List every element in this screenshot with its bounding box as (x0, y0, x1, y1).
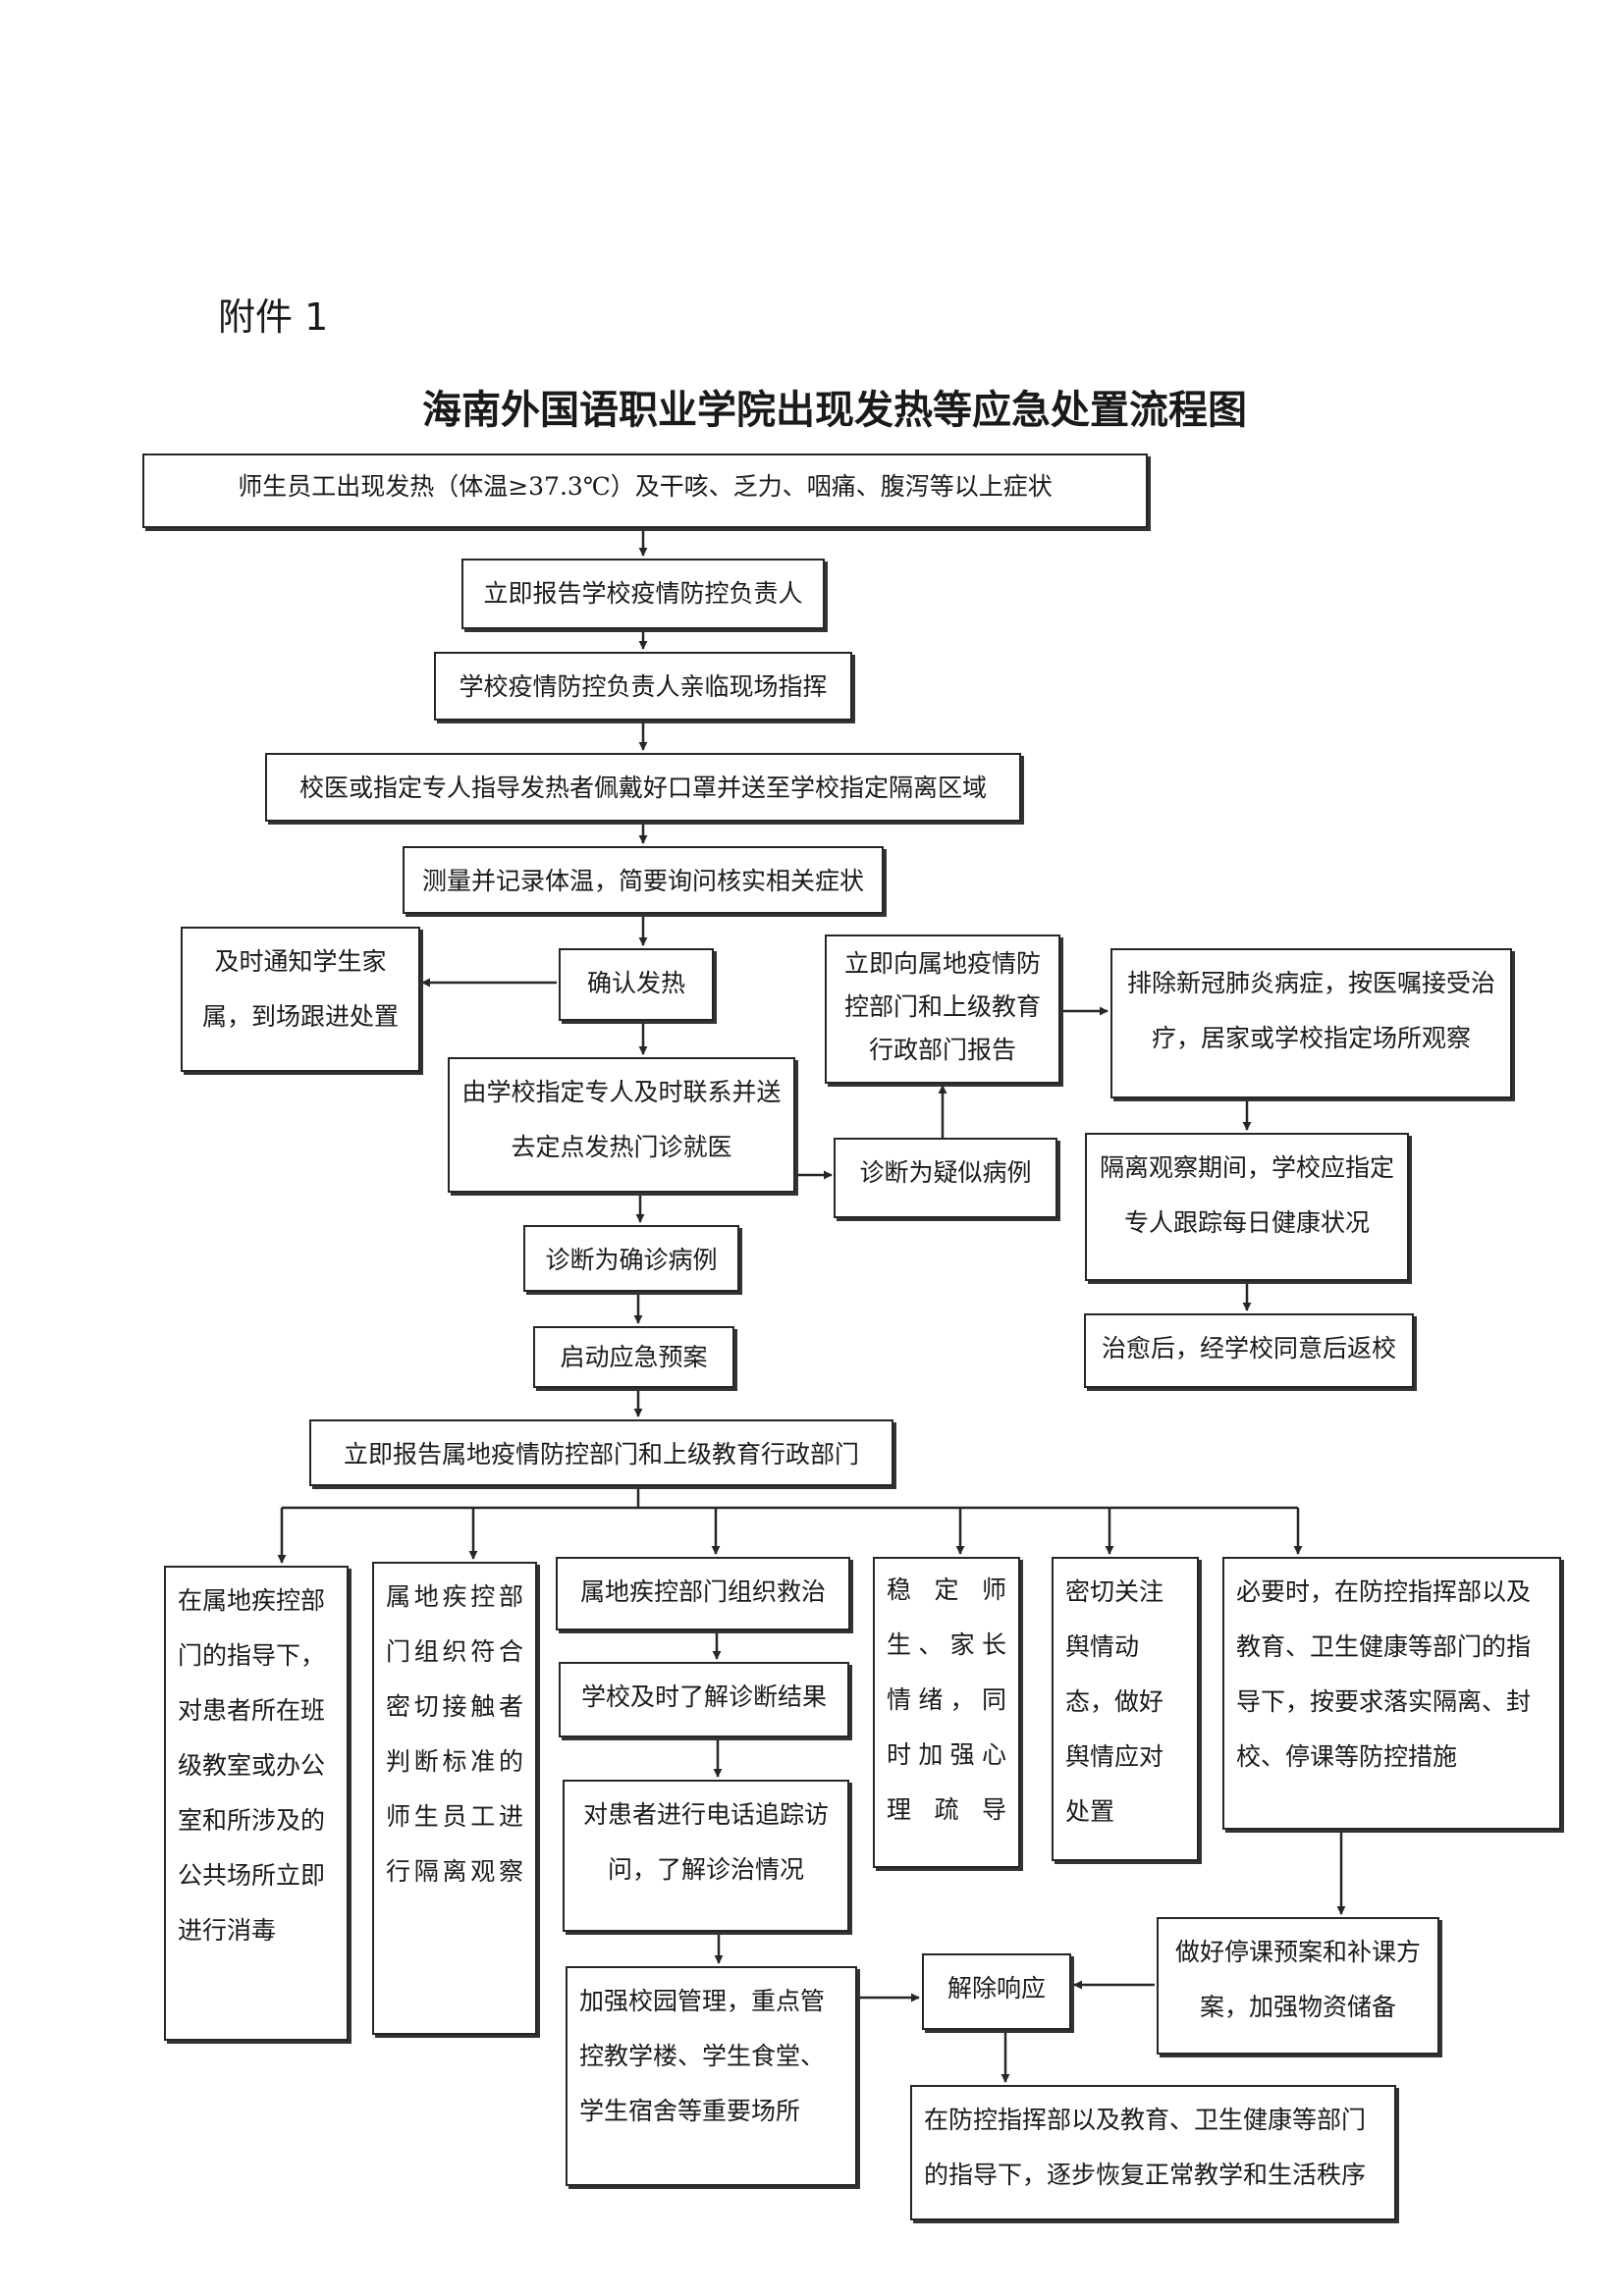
box-notify-family: 及时通知学生家属，到场跟进处置 (181, 927, 420, 1072)
box-emergency-plan: 启动应急预案 (533, 1326, 734, 1388)
box-isolate: 校医或指定专人指导发热者佩戴好口罩并送至学校指定隔离区域 (265, 753, 1021, 822)
box-confirm-fever: 确认发热 (559, 948, 714, 1021)
annex-label: 附件 1 (218, 295, 329, 339)
box-symptoms: 师生员工出现发热（体温≥37.3℃）及干咳、乏力、咽痛、腹泻等以上症状 (142, 454, 1148, 528)
box-campus-mgmt: 加强校园管理，重点管控教学楼、学生食堂、学生宿舍等重要场所 (566, 1966, 857, 2186)
box-suspend-classes: 做好停课预案和补课方案，加强物资储备 (1157, 1917, 1439, 2055)
box-observe: 隔离观察期间，学校应指定专人跟踪每日健康状况 (1085, 1133, 1409, 1281)
box-suspected: 诊断为疑似病例 (834, 1138, 1057, 1218)
box-resume: 在防控指挥部以及教育、卫生健康等部门的指导下，逐步恢复正常教学和生活秩序 (910, 2085, 1396, 2220)
box-public-opinion: 密切关注舆情动态，做好舆情应对处置 (1052, 1557, 1199, 1861)
box-return-school: 治愈后，经学校同意后返校 (1084, 1313, 1414, 1388)
box-lift-response: 解除响应 (922, 1953, 1071, 2030)
box-close-contacts: 属地疾控部门组织符合密切接触者判断标准的师生员工进行隔离观察 (372, 1562, 537, 2035)
box-report-authorities: 立即向属地疫情防控部门和上级教育行政部门报告 (825, 934, 1060, 1084)
box-stabilize: 稳定师生、家长情绪，同时加强心理疏导 (873, 1557, 1020, 1868)
box-rescue: 属地疾控部门组织救治 (556, 1557, 850, 1630)
box-confirmed: 诊断为确诊病例 (523, 1225, 739, 1292)
box-report-immediately: 立即报告属地疫情防控部门和上级教育行政部门 (309, 1419, 893, 1486)
box-disinfect: 在属地疾控部门的指导下，对患者所在班级教室或办公室和所涉及的公共场所立即进行消毒 (164, 1566, 349, 2041)
box-measure: 测量并记录体温，简要询问核实相关症状 (403, 846, 884, 914)
box-diagnosis-result: 学校及时了解诊断结果 (559, 1662, 849, 1737)
flowchart-title: 海南外国语职业学院出现发热等应急处置流程图 (422, 387, 1247, 433)
box-exclude: 排除新冠肺炎病症，按医嘱接受治疗，居家或学校指定场所观察 (1110, 948, 1512, 1098)
box-lockdown: 必要时，在防控指挥部以及教育、卫生健康等部门的指导下，按要求落实隔离、封校、停课… (1222, 1557, 1561, 1830)
box-phone-followup: 对患者进行电话追踪访问，了解诊治情况 (563, 1780, 849, 1932)
box-leader-onsite: 学校疫情防控负责人亲临现场指挥 (434, 652, 852, 721)
box-send-clinic: 由学校指定专人及时联系并送去定点发热门诊就医 (448, 1057, 795, 1193)
box-report-leader: 立即报告学校疫情防控负责人 (461, 559, 825, 629)
